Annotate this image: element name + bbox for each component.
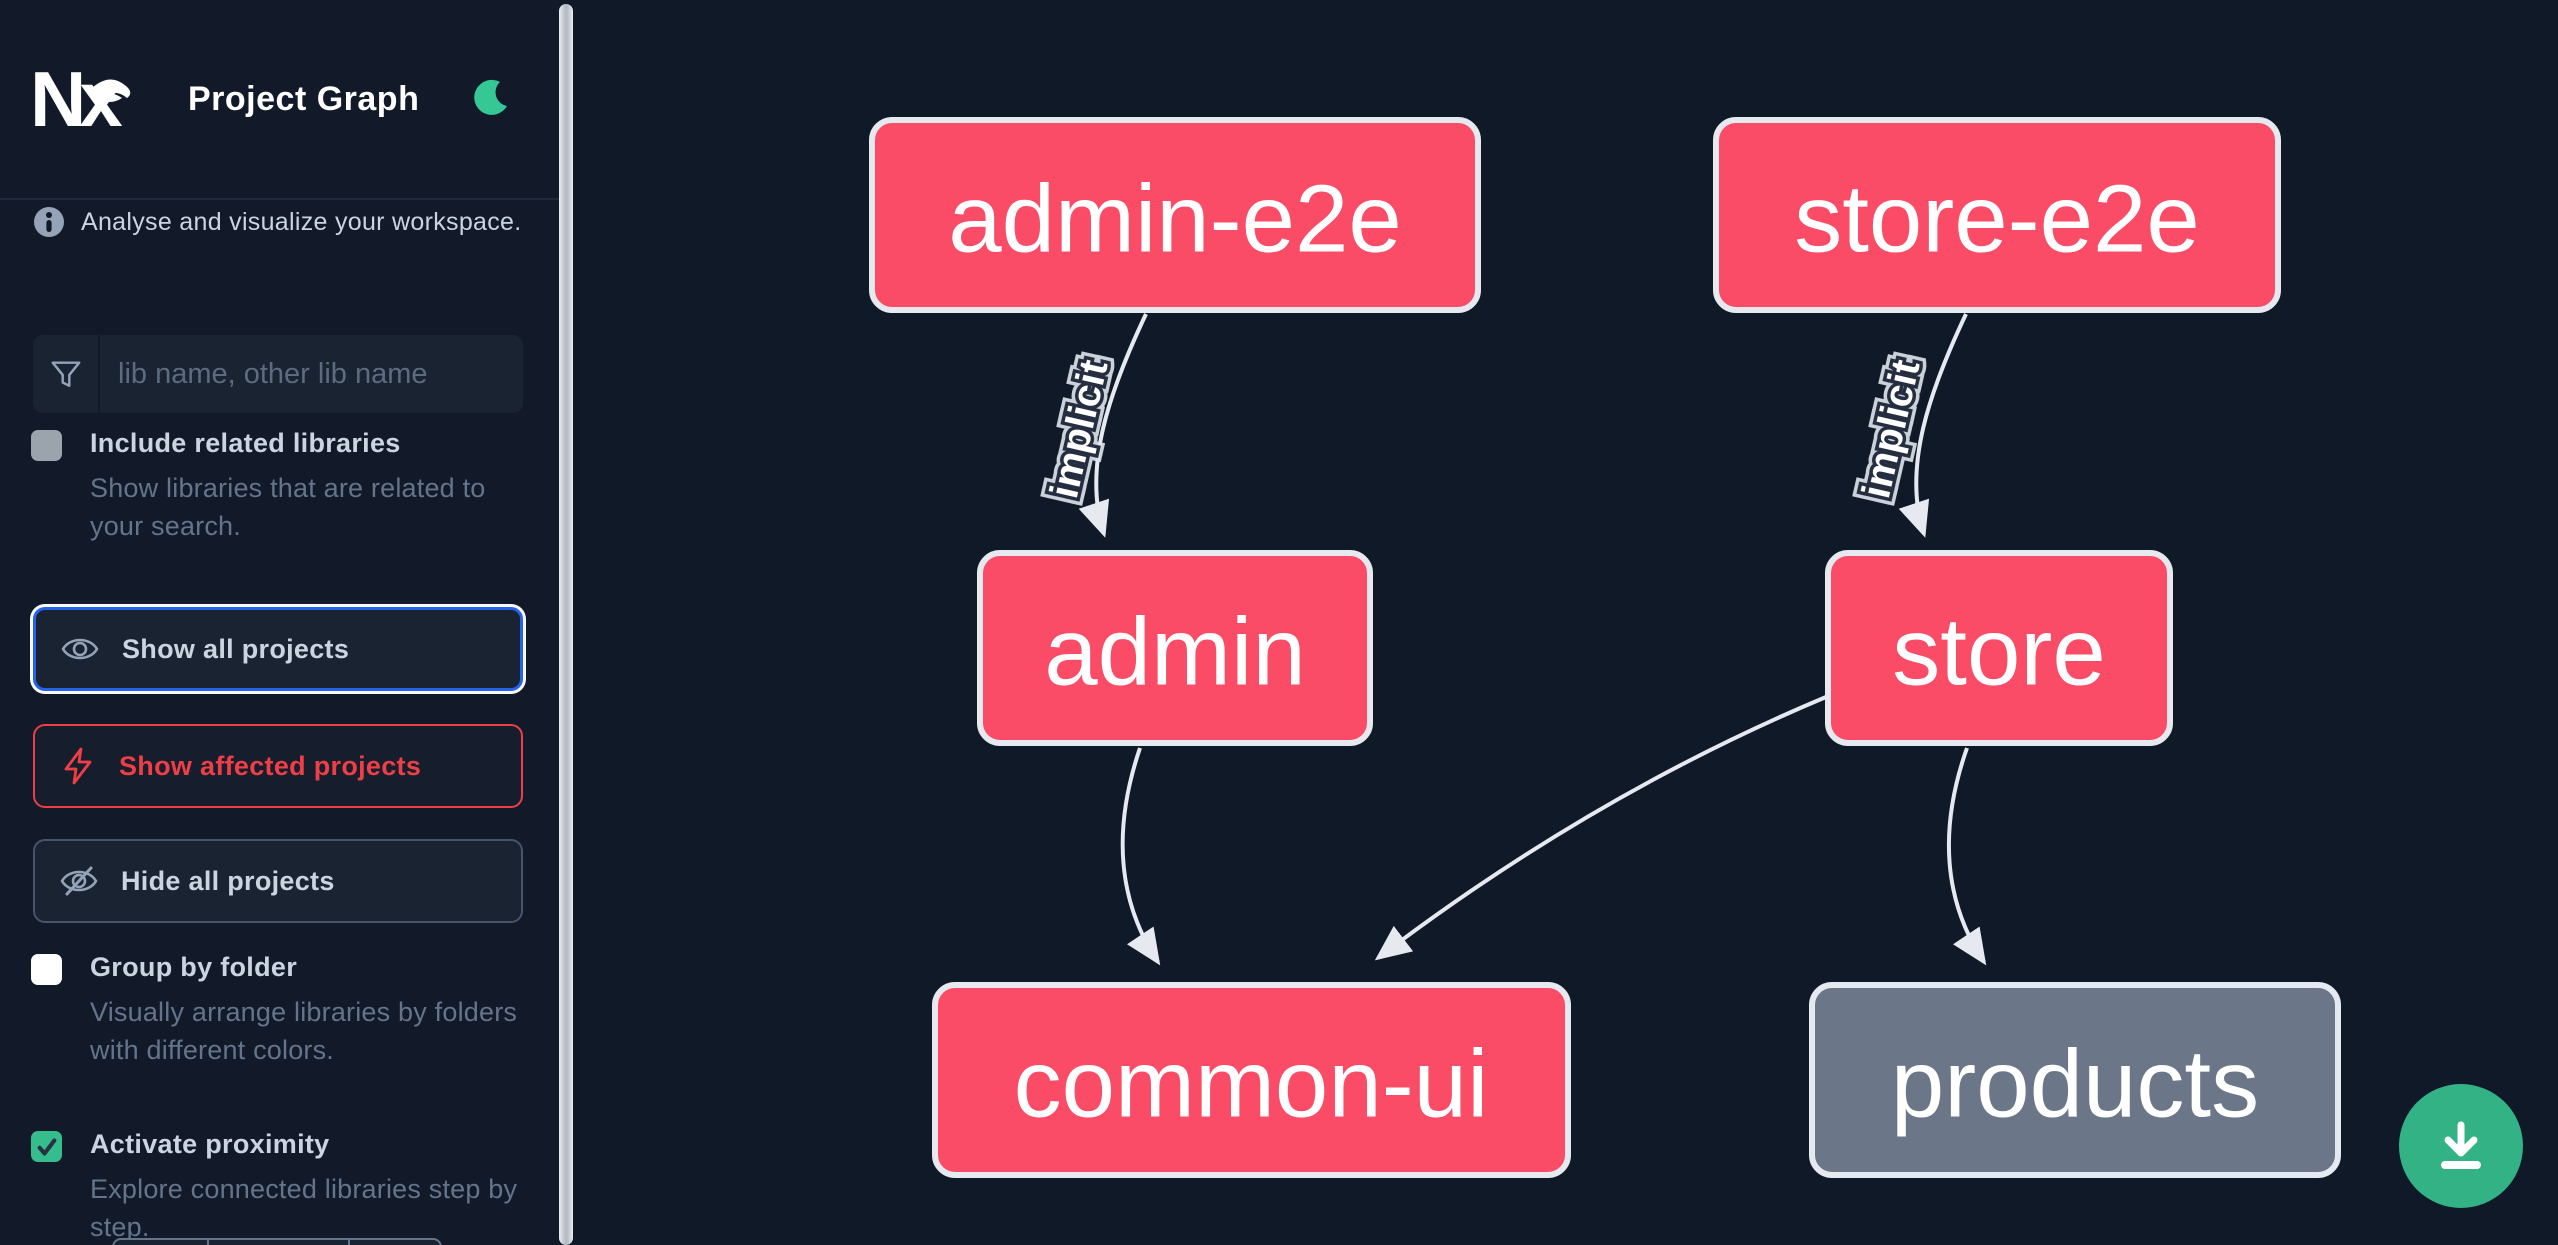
group-by-folder-label: Group by folder: [90, 952, 297, 982]
bolt-icon: [64, 747, 92, 785]
hide-all-projects-label: Hide all projects: [121, 865, 335, 896]
graph-node-products[interactable]: products: [1809, 982, 2341, 1178]
moon-icon: [474, 79, 507, 115]
sidebar: Nx Project Graph Analyse and visualize y…: [0, 0, 559, 1245]
node-label-store-e2e: store-e2e: [1794, 166, 2200, 273]
workspace-info-text: Analyse and visualize your workspace.: [81, 207, 522, 236]
group-by-folder-checkbox[interactable]: [31, 954, 62, 985]
edge-admin-e2e-to-admin: [1078, 313, 1148, 538]
node-label-store: store: [1892, 599, 2105, 706]
edge-store-e2e-to-store: [1898, 313, 1968, 538]
eye-icon: [61, 638, 99, 660]
edge-labels: implicit implicit implicit implicit: [1035, 349, 1935, 509]
search-input[interactable]: [100, 335, 523, 413]
show-affected-projects-button[interactable]: Show affected projects: [33, 724, 523, 808]
show-all-projects-button[interactable]: Show all projects: [33, 607, 523, 691]
graph-node-admin-e2e[interactable]: admin-e2e: [869, 117, 1481, 313]
filter-icon-cell: [33, 335, 100, 413]
graph-node-store-e2e[interactable]: store-e2e: [1713, 117, 2281, 313]
show-affected-projects-label: Show affected projects: [119, 750, 422, 781]
checkmark-icon: [37, 1137, 56, 1156]
activate-proximity-label: Activate proximity: [90, 1129, 330, 1159]
header-divider: [0, 198, 559, 200]
nx-logo-swoosh: [92, 79, 131, 102]
edge-store-to-common-ui: [1374, 695, 1827, 961]
include-related-label: Include related libraries: [90, 428, 401, 458]
node-label-products: products: [1891, 1031, 2259, 1138]
show-all-projects-label: Show all projects: [122, 633, 350, 664]
activate-proximity-checkbox[interactable]: [31, 1131, 62, 1162]
edge-label-implicit-1: implicit: [1042, 356, 1116, 502]
info-icon: [34, 207, 64, 237]
hide-all-projects-button[interactable]: Hide all projects: [33, 839, 523, 923]
search-box: [33, 335, 523, 413]
graph-node-store[interactable]: store: [1825, 550, 2173, 746]
filter-funnel-icon: [51, 361, 80, 388]
include-related-description: Show libraries that are related to your …: [90, 473, 486, 541]
edge-admin-to-common-ui: [1120, 747, 1161, 966]
segment-2[interactable]: [207, 1240, 348, 1245]
group-by-folder-row: Group by folder Visually arrange librari…: [31, 952, 526, 1069]
workspace-info-row: Analyse and visualize your workspace.: [33, 206, 521, 238]
eye-off-icon: [60, 866, 98, 896]
download-icon: [2441, 1121, 2481, 1169]
nx-logo: Nx: [30, 60, 131, 140]
include-related-checkbox[interactable]: [31, 430, 62, 461]
sidebar-scrollbar[interactable]: [559, 4, 573, 1245]
group-by-folder-description: Visually arrange libraries by folders wi…: [90, 997, 518, 1065]
node-label-common-ui: common-ui: [1014, 1031, 1489, 1138]
activate-proximity-description: Explore connected libraries step by step…: [90, 1174, 518, 1242]
node-label-admin: admin: [1044, 599, 1305, 706]
theme-toggle-button[interactable]: [468, 76, 516, 124]
graph-node-admin[interactable]: admin: [977, 550, 1373, 746]
include-related-row: Include related libraries Show libraries…: [31, 428, 526, 545]
activate-proximity-row: Activate proximity Explore connected lib…: [31, 1129, 526, 1245]
graph-node-common-ui[interactable]: common-ui: [932, 982, 1571, 1178]
download-image-button[interactable]: [2399, 1084, 2523, 1208]
segment-3[interactable]: [348, 1240, 440, 1245]
page-title: Project Graph: [188, 80, 420, 118]
node-label-admin-e2e: admin-e2e: [948, 166, 1402, 273]
edge-store-to-products: [1946, 747, 1987, 966]
